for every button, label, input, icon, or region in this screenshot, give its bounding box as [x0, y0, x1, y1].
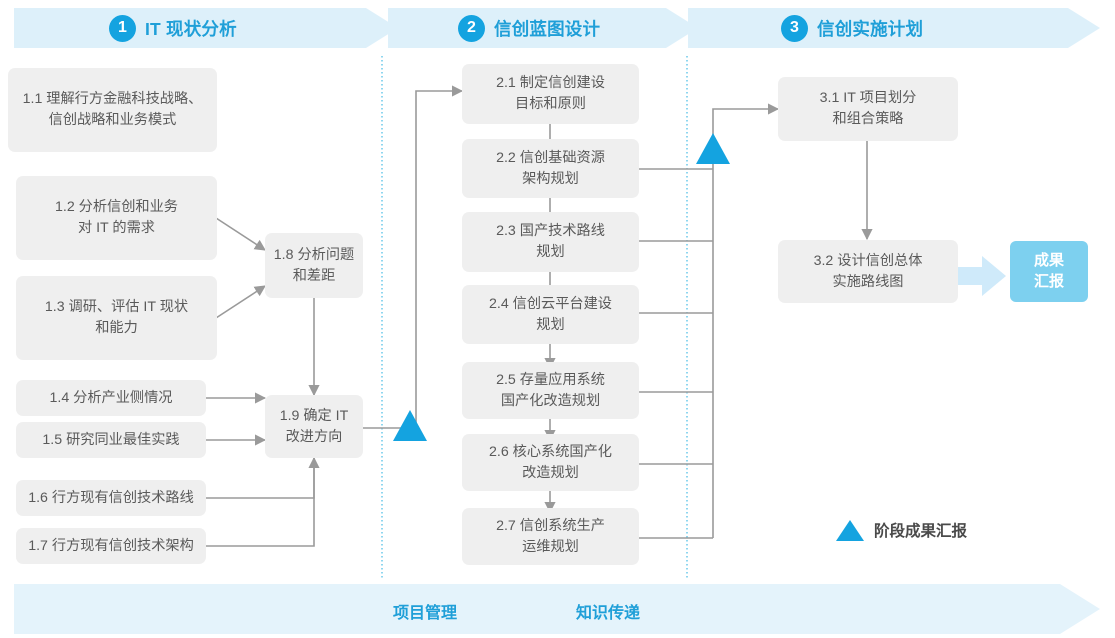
task-box-1-4[interactable]: 1.4 分析产业侧情况: [16, 380, 206, 416]
triangle-up-icon: [836, 519, 864, 541]
edge-1.3-to-1.8: [215, 285, 266, 319]
task-box-1-5[interactable]: 1.5 研究同业最佳实践: [16, 422, 206, 458]
phase-number-1: 1: [109, 14, 136, 42]
footer-label-knowledge-transfer[interactable]: 知识传递: [576, 605, 641, 622]
task-box-1-6[interactable]: 1.6 行方现有信创技术路线: [16, 480, 206, 516]
result-badge[interactable]: 成果 汇报: [1010, 241, 1088, 302]
milestone-triangle-1: [393, 410, 427, 441]
milestone-triangle-2: [696, 133, 730, 164]
phase-band-1: [14, 8, 398, 48]
task-box-1-7[interactable]: 1.7 行方现有信创技术架构: [16, 528, 206, 564]
edge-1.9-to-2.1: [363, 85, 464, 429]
task-box-1-1[interactable]: 1.1 理解行方金融科技战略、 信创战略和业务模式: [8, 68, 217, 152]
task-box-2-1[interactable]: 2.1 制定信创建设 目标和原则: [462, 64, 639, 124]
phase-header-2[interactable]: 2 信创蓝图设计: [458, 11, 600, 45]
task-box-1-2[interactable]: 1.2 分析信创和业务 对 IT 的需求: [16, 176, 217, 260]
task-box-2-6[interactable]: 2.6 核心系统国产化 改造规划: [462, 434, 639, 491]
task-box-2-2[interactable]: 2.2 信创基础资源 架构规划: [462, 139, 639, 198]
edge-1.2-to-1.8: [215, 217, 266, 251]
edge-1.6-to-1.9: [205, 456, 320, 499]
task-box-2-5[interactable]: 2.5 存量应用系统 国产化改造规划: [462, 362, 639, 419]
task-box-1-3[interactable]: 1.3 调研、评估 IT 现状 和能力: [16, 276, 217, 360]
task-box-3-2[interactable]: 3.2 设计信创总体 实施路线图: [778, 240, 958, 303]
phase-number-2: 2: [458, 14, 485, 42]
task-box-3-1[interactable]: 3.1 IT 项目划分 和组合策略: [778, 77, 958, 141]
phase-number-3: 3: [781, 14, 808, 42]
edge-1.7-to-1.9: [205, 458, 315, 547]
footer-label-project-management[interactable]: 项目管理: [393, 605, 458, 622]
task-box-2-3[interactable]: 2.3 国产技术路线 规划: [462, 212, 639, 272]
legend-label: 阶段成果汇报: [874, 523, 968, 540]
phase-title-3: 信创实施计划: [817, 18, 924, 39]
phase-header-1[interactable]: 1 IT 现状分析: [109, 11, 237, 45]
task-box-2-7[interactable]: 2.7 信创系统生产 运维规划: [462, 508, 639, 565]
task-box-1-9[interactable]: 1.9 确定 IT 改进方向: [265, 395, 363, 458]
phase-title-2: 信创蓝图设计: [494, 18, 601, 39]
result-arrow: [952, 256, 1006, 296]
phase-title-1: IT 现状分析: [145, 18, 237, 39]
task-box-1-8[interactable]: 1.8 分析问题 和差距: [265, 233, 363, 298]
task-box-2-4[interactable]: 2.4 信创云平台建设 规划: [462, 285, 639, 344]
phase-header-3[interactable]: 3 信创实施计划: [781, 11, 923, 45]
footer-band: [14, 584, 1100, 634]
legend-milestone: 阶段成果汇报: [836, 519, 967, 541]
